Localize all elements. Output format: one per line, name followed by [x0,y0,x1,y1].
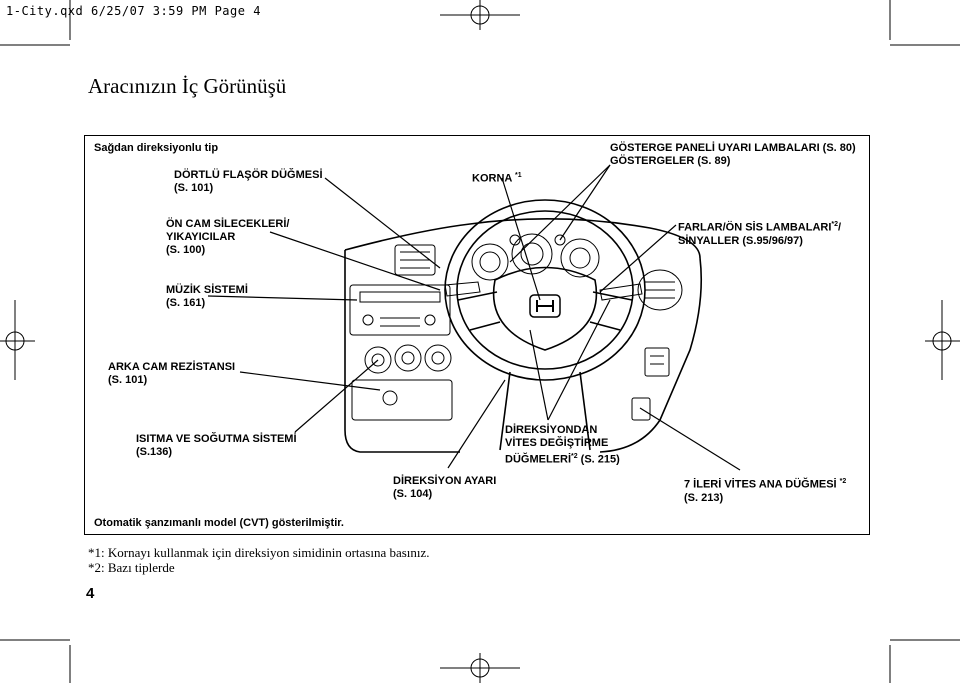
lights-label-slash: / [838,221,842,234]
defroster-label: ARKA CAM REZİSTANSI (S. 101) [108,361,235,387]
paddles-label-line3: DÜĞMELERİ [505,453,571,466]
cvt-note: Otomatik şanzımanlı model (CVT) gösteril… [94,517,344,529]
climate-label-line2: (S.136) [136,446,173,458]
paddles-label: DİREKSİYONDAN VİTES DEĞİŞTİRME DÜĞMELERİ… [505,424,620,467]
paddles-footnote-ref: *2 [571,453,578,460]
gauges-label: GÖSTERGE PANELİ UYARI LAMBALARI (S. 80) … [610,142,856,168]
climate-label-line1: ISITMA VE SOĞUTMA SİSTEMİ [136,433,297,445]
audio-label-line2: (S. 161) [166,297,206,309]
lights-label-line2: SİNYALLER (S.95/96/97) [678,234,803,247]
seven-speed-label-line1: 7 İLERİ VİTES ANA DÜĞMESİ [684,478,837,491]
wipers-label-line2: YIKAYICILAR [166,231,236,243]
audio-label: MÜZİK SİSTEMİ (S. 161) [166,284,248,310]
tilt-label: DİREKSİYON AYARI (S. 104) [393,475,496,501]
hazard-label-line1: DÖRTLÜ FLAŞÖR DÜĞMESİ [174,169,323,181]
footnote-1: *1: Kornayı kullanmak için direksiyon si… [88,545,430,560]
climate-label: ISITMA VE SOĞUTMA SİSTEMİ (S.136) [136,433,297,459]
tilt-label-line2: (S. 104) [393,488,433,500]
paddles-label-line1: DİREKSİYONDAN [505,424,598,436]
page-number: 4 [86,585,95,602]
hazard-label-line2: (S. 101) [174,182,214,194]
footnote-2: *2: Bazı tiplerde [88,560,175,575]
seven-speed-footnote-ref: *2 [839,478,847,485]
tilt-label-line1: DİREKSİYON AYARI [393,475,497,487]
lights-footnote-ref: *2 [831,221,839,228]
wipers-label-line1: ÖN CAM SİLECEKLERİ/ [166,218,290,230]
gauges-label-line1: GÖSTERGE PANELİ UYARI LAMBALARI (S. 80) [610,142,856,154]
illustration-frame [84,135,870,535]
paddles-label-line2: VİTES DEĞİŞTİRME [505,437,609,449]
lights-label-line1: FARLAR/ÖN SİS LAMBALARI [678,221,832,234]
wipers-label: ÖN CAM SİLECEKLERİ/ YIKAYICILAR (S. 100) [166,218,289,257]
horn-label: KORNA *1 [472,169,522,186]
hazard-label: DÖRTLÜ FLAŞÖR DÜĞMESİ (S. 101) [174,169,323,195]
defroster-label-line1: ARKA CAM REZİSTANSI [108,361,236,373]
page-title: Aracınızın İç Görünüşü [88,74,287,98]
footnotes: *1: Kornayı kullanmak için direksiyon si… [88,545,430,575]
gauges-label-line2: GÖSTERGELER (S. 89) [610,155,731,167]
wipers-label-line3: (S. 100) [166,244,206,256]
seven-speed-label: 7 İLERİ VİTES ANA DÜĞMESİ *2 (S. 213) [684,475,846,505]
audio-label-line1: MÜZİK SİSTEMİ [166,284,248,296]
seven-speed-label-line2: (S. 213) [684,491,724,504]
horn-footnote-ref: *1 [515,172,522,179]
paddles-label-page: (S. 215) [577,453,620,466]
defroster-label-line2: (S. 101) [108,374,148,386]
lights-label: FARLAR/ÖN SİS LAMBALARI*2/ SİNYALLER (S.… [678,218,841,248]
horn-label-text: KORNA [472,172,512,185]
variant-subtitle: Sağdan direksiyonlu tip [94,142,219,154]
